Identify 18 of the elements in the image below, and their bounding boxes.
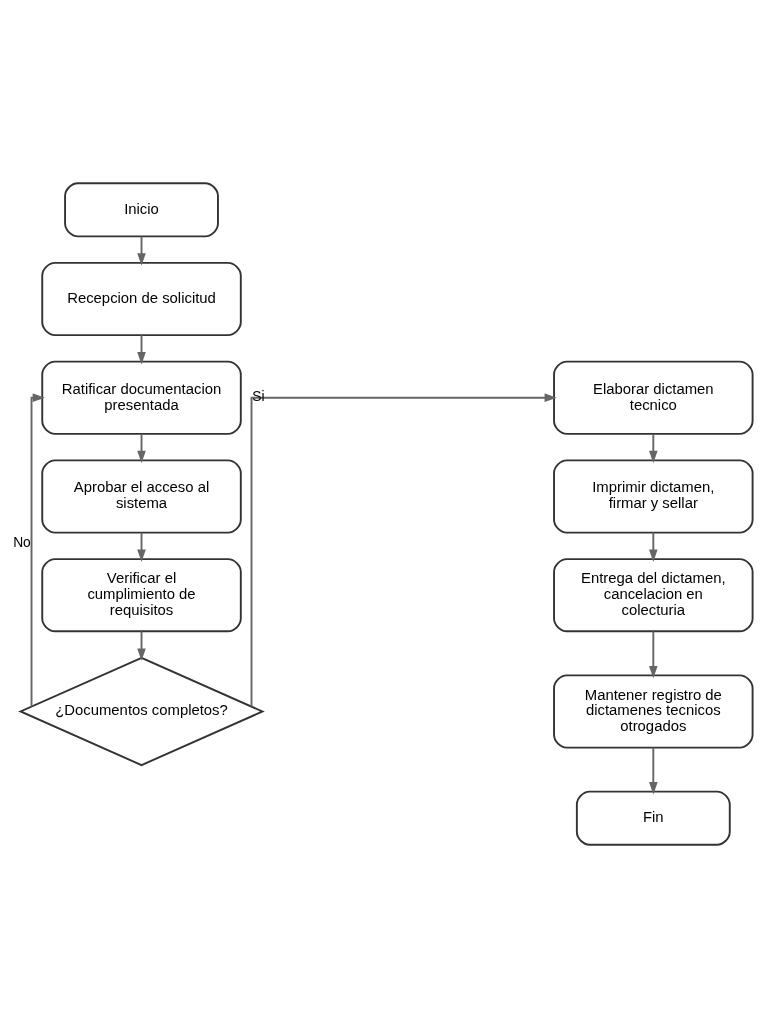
node-box: Fin — [575, 790, 731, 846]
arrow — [649, 531, 658, 562]
node-box: Elaborar dictamen tecnico — [553, 360, 754, 435]
node-box: Recepcion de solicitud — [41, 261, 242, 337]
node-box: Mantener registro de dictamenes tecnicos otrogados — [553, 674, 754, 749]
edge-label: No — [13, 535, 31, 551]
arrow — [649, 630, 658, 679]
arrow — [250, 393, 557, 708]
node-diamond: ¿Documentos completos? — [18, 656, 265, 767]
arrow — [30, 393, 45, 708]
node-box: Entrega del dictamen, cancelacion en colecturia — [553, 558, 754, 633]
node-box: Verificar el cumplimiento de requisitos — [41, 558, 242, 633]
node-box: Inicio — [64, 182, 219, 238]
node-box: Imprimir dictamen, firmar y sellar — [553, 459, 754, 534]
node-box: Aprobar el acceso al sistema — [41, 459, 242, 534]
arrow — [649, 746, 658, 795]
arrow — [649, 433, 658, 464]
node-box: Ratificar documentacion presentada — [41, 360, 242, 435]
